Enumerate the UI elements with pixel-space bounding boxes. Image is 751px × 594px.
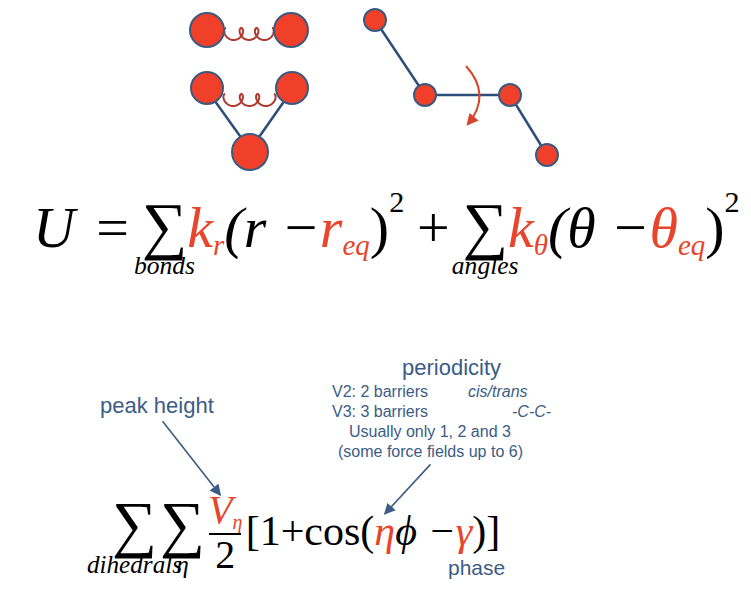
- equation-term: (r −: [224, 195, 320, 260]
- annotation: phase: [448, 556, 505, 580]
- equation-term: (θ −: [548, 195, 649, 260]
- equation-term: V: [208, 487, 232, 532]
- subscript: eq: [342, 229, 369, 261]
- equation-term: ): [705, 195, 724, 260]
- atom: [274, 13, 308, 47]
- fraction: Vη2: [208, 490, 242, 575]
- exponent: 2: [725, 185, 740, 219]
- subscript: η: [233, 511, 243, 533]
- atom: [414, 84, 436, 106]
- spring: [223, 94, 275, 106]
- equation-term: =: [96, 195, 129, 260]
- subscript: θ: [534, 229, 548, 261]
- annotation: periodicity: [402, 355, 501, 380]
- atom: [276, 72, 308, 104]
- dihedral-chain: [375, 20, 547, 155]
- equation-term: )]: [472, 508, 500, 554]
- equation-term: [1+cos(: [246, 508, 375, 554]
- annotation: V2: 2 barriers: [332, 383, 428, 401]
- summation-sign: ∑angles: [462, 194, 507, 258]
- summation-sign: ∑η: [160, 493, 205, 556]
- sum-index: η: [176, 552, 189, 577]
- equation-term: r: [320, 195, 343, 260]
- atom: [191, 72, 223, 104]
- equation-term: +: [417, 195, 450, 260]
- denominator: 2: [209, 533, 241, 575]
- equation-term: ): [370, 195, 389, 260]
- annotation: (some force fields up to 6): [338, 443, 523, 461]
- equation-term: θ: [649, 195, 678, 260]
- subscript: r: [213, 229, 224, 261]
- annotation: V3: 3 barriers: [332, 403, 428, 421]
- equation-term: k: [187, 195, 213, 260]
- annotation: cis/trans: [468, 383, 528, 401]
- summation-glyph: ∑: [112, 489, 157, 559]
- atom: [536, 144, 558, 166]
- summation-glyph: ∑: [142, 190, 187, 261]
- annotation: peak height: [100, 393, 214, 418]
- energy-equation: U=∑bondskr(r −req)2+∑angleskθ(θ −θeq)2: [33, 187, 740, 260]
- atom: [499, 84, 521, 106]
- atom: [364, 9, 386, 31]
- summation-glyph: ∑: [160, 489, 205, 559]
- leader-arrow: [385, 464, 431, 514]
- spring: [224, 28, 274, 40]
- numerator: Vη: [208, 490, 242, 533]
- equation-term: k: [508, 195, 534, 260]
- leader-arrow: [163, 421, 221, 495]
- summation-sign: ∑bonds: [142, 194, 187, 258]
- dihedral-equation: ∑dihedrals∑ηVη2[1+cos(ηϕ −γ)]: [112, 490, 500, 575]
- subscript: eq: [678, 229, 705, 261]
- atom: [232, 134, 268, 170]
- equation-term: γ: [456, 508, 473, 554]
- equation-term: η: [374, 508, 395, 554]
- summation-sign: ∑dihedrals: [112, 493, 157, 556]
- atom: [190, 13, 224, 47]
- annotation: -C-C-: [512, 403, 551, 421]
- equation-term: ϕ −: [395, 508, 456, 554]
- summation-glyph: ∑: [462, 190, 507, 261]
- sum-index: bonds: [134, 253, 195, 279]
- exponent: 2: [389, 185, 404, 219]
- rotation-arrow: [466, 66, 480, 124]
- annotation: Usually only 1, 2 and 3: [349, 423, 511, 441]
- equation-term: U: [33, 195, 75, 260]
